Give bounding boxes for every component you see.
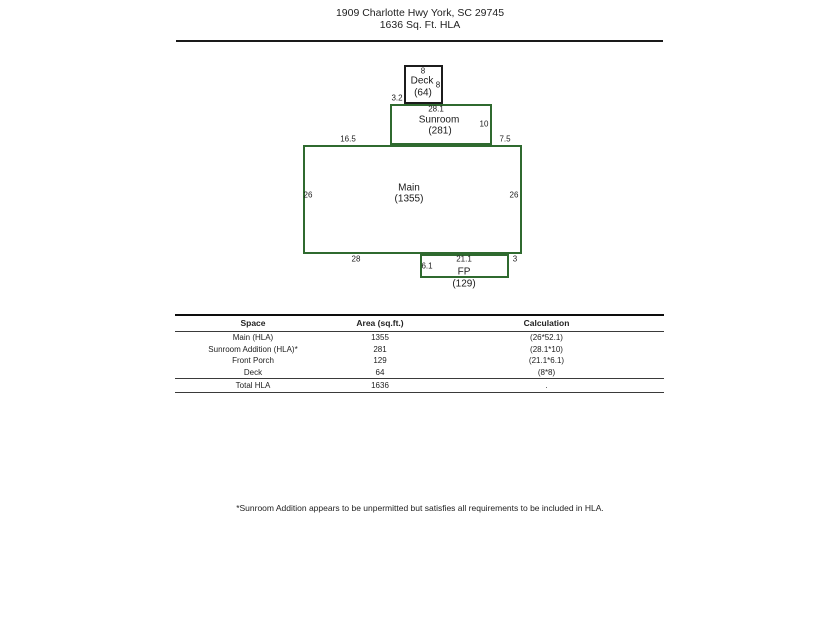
main-dim-bottom-left: 28 (351, 254, 361, 264)
col-header-space: Space (240, 318, 266, 328)
table-row: Main (HLA) 1355 (26*52.1) (175, 332, 664, 344)
cell-area: 1355 (371, 333, 389, 342)
deck-dim-top: 8 (420, 66, 426, 76)
hla-line: 1636 Sq. Ft. HLA (379, 19, 461, 31)
sunroom-dim-right: 10 (479, 119, 489, 129)
sunroom-dim-left-offset: 3.2 (391, 93, 403, 103)
area-table-header-row: Space Area (sq.ft.) Calculation (175, 316, 664, 332)
cell-area: 64 (375, 367, 385, 377)
table-row: Deck 64 (8*8) (175, 367, 664, 379)
sunroom-dim-top: 28.1 (428, 104, 444, 114)
deck-outline (404, 65, 443, 104)
total-area: 1636 (371, 381, 389, 390)
cell-space: Deck (243, 367, 263, 377)
total-label: Total HLA (235, 381, 271, 390)
main-label: Main (398, 182, 420, 194)
main-area: (1355) (394, 193, 424, 205)
deck-label: Deck (410, 75, 434, 87)
area-table: Space Area (sq.ft.) Calculation Main (HL… (175, 314, 664, 393)
sunroom-area: (281) (428, 125, 452, 137)
main-dim-right: 26 (509, 190, 519, 200)
fp-dim-left: 6.1 (421, 261, 433, 271)
main-outline (303, 145, 522, 254)
address-line: 1909 Charlotte Hwy York, SC 29745 (335, 7, 505, 19)
deck-area: (64) (414, 87, 432, 99)
front-porch-outline (420, 254, 509, 278)
main-dim-bottom-right: 3 (512, 254, 518, 264)
cell-area: 281 (373, 344, 387, 354)
main-dim-top-left: 16.5 (340, 134, 356, 144)
cell-calculation: (26*52.1) (530, 333, 563, 342)
title-divider (176, 40, 663, 42)
table-row: Front Porch 129 (21.1*6.1) (175, 355, 664, 367)
cell-space: Front Porch (232, 356, 274, 365)
sunroom-label: Sunroom (418, 114, 460, 126)
cell-calculation: (21.1*6.1) (528, 356, 565, 365)
main-dim-left: 26 (303, 190, 313, 200)
table-row: Sunroom Addition (HLA)* 281 (28.1*10) (175, 344, 664, 356)
deck-dim-right: 8 (435, 80, 441, 90)
page-title: 1909 Charlotte Hwy York, SC 29745 1636 S… (0, 7, 840, 31)
table-total-row: Total HLA 1636 . (175, 378, 664, 392)
sunroom-footnote: *Sunroom Addition appears to be unpermit… (236, 503, 604, 513)
total-calculation: . (545, 381, 548, 390)
cell-calculation: (8*8) (537, 367, 556, 377)
col-header-area: Area (sq.ft.) (356, 318, 404, 328)
cell-calculation: (28.1*10) (530, 344, 563, 354)
fp-label: FP (457, 266, 471, 278)
fp-dim-top: 21.1 (456, 254, 472, 264)
cell-space: Main (HLA) (232, 333, 274, 342)
col-header-calculation: Calculation (523, 318, 570, 328)
main-dim-top-right: 7.5 (499, 134, 511, 144)
cell-area: 129 (373, 356, 387, 365)
sunroom-outline (390, 104, 492, 145)
fp-area: (129) (452, 278, 476, 290)
cell-space: Sunroom Addition (HLA)* (208, 344, 298, 354)
